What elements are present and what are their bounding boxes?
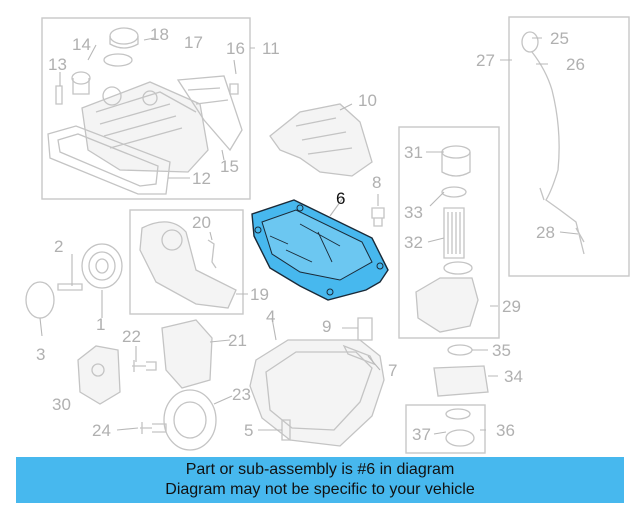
callout-12: 12 [192, 169, 211, 188]
callout-5: 5 [244, 421, 253, 440]
valve-cover-part [47, 27, 243, 195]
callout-27: 27 [476, 51, 495, 70]
callout-25: 25 [550, 29, 569, 48]
lower-parts [77, 319, 217, 451]
banner-line-2: Diagram may not be specific to your vehi… [165, 481, 475, 498]
callout-18: 18 [150, 25, 169, 44]
callout-23: 23 [232, 385, 251, 404]
banner-line-1: Part or sub-assembly is #6 in diagram [185, 461, 455, 478]
leader-lines [39, 37, 579, 435]
group-box-valve-cover [41, 17, 251, 200]
callout-17: 17 [184, 33, 203, 52]
callout-26: 26 [566, 55, 585, 74]
oil-pan-upper-highlight [251, 199, 389, 301]
callout-16: 16 [226, 39, 245, 58]
callout-20: 20 [192, 213, 211, 232]
callout-32: 32 [404, 233, 423, 252]
callout-15: 15 [220, 157, 239, 176]
intake-manifold-part [269, 103, 373, 177]
callout-22: 22 [122, 327, 141, 346]
callout-9: 9 [322, 317, 331, 336]
callout-34: 34 [504, 367, 523, 386]
callout-28: 28 [536, 223, 555, 242]
callout-37: 37 [412, 425, 431, 444]
callout-19: 19 [250, 285, 269, 304]
timing-cover-part [139, 221, 237, 309]
dipstick-part [521, 31, 585, 255]
callout-11: 11 [262, 39, 280, 58]
oil-filter-part [415, 145, 479, 333]
group-box-oil-filter [398, 126, 500, 339]
lower-oil-pan-part [249, 317, 385, 447]
group-box-dipstick [508, 16, 630, 277]
group-box-timing-cover [129, 209, 244, 315]
callout-14: 14 [72, 35, 91, 54]
group-box-seal-kit [405, 404, 486, 454]
callout-10: 10 [358, 91, 377, 110]
callout-29: 29 [502, 297, 521, 316]
callout-2: 2 [54, 237, 63, 256]
callout-1: 1 [96, 315, 105, 334]
callout-30: 30 [52, 395, 71, 414]
callout-4: 4 [266, 307, 275, 326]
callout-21: 21 [228, 331, 247, 350]
callout-31: 31 [404, 143, 423, 162]
oil-cooler-part [433, 344, 489, 447]
callout-33: 33 [404, 203, 423, 222]
callout-8: 8 [372, 173, 381, 192]
info-banner: Part or sub-assembly is #6 in diagram Di… [16, 457, 624, 503]
callout-24: 24 [92, 421, 111, 440]
crank-pulley-part [25, 243, 123, 319]
callout-35: 35 [492, 341, 511, 360]
callout-6: 6 [336, 189, 345, 208]
bolt-8-part [371, 207, 385, 227]
callout-36: 36 [496, 421, 515, 440]
parts-diagram: 1 2 3 4 5 6 7 8 9 10 11 12 13 14 15 16 1… [25, 16, 630, 454]
callout-3: 3 [36, 345, 45, 364]
callout-7: 7 [388, 361, 397, 380]
callout-13: 13 [48, 55, 67, 74]
